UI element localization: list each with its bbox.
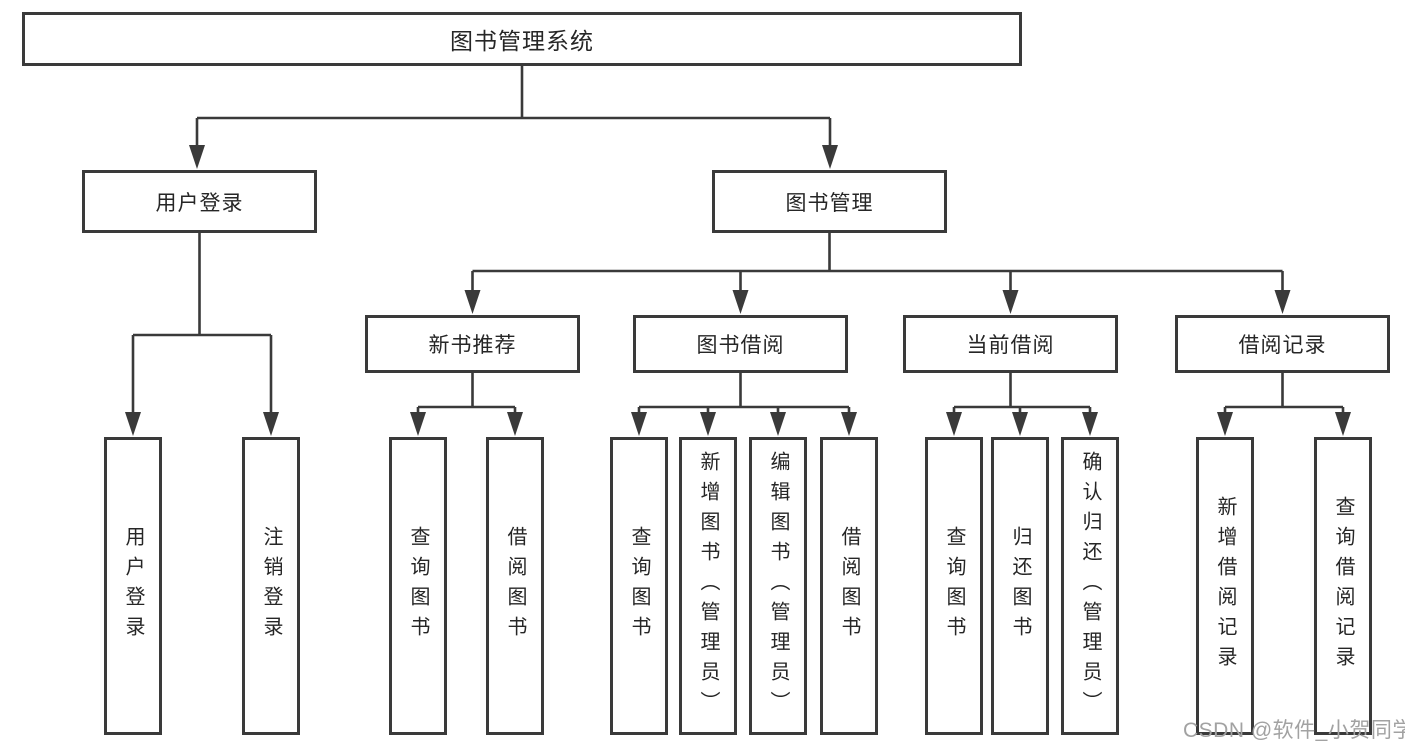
node-label: 当前借阅 [966,334,1055,357]
node-label: 查询图书 [628,526,650,646]
leaf-borrow-books-2: 借阅图书 [820,437,878,735]
leaf-edit-books-admin: 编辑图书（管理员） [749,437,807,735]
leaf-query-books-3: 查询图书 [925,437,983,735]
leaf-logout: 注销登录 [242,437,300,735]
node-label: 注销登录 [260,526,282,646]
node-book-borrowing: 图书借阅 [633,315,848,373]
node-label: 归还图书 [1009,526,1031,646]
node-label: 借阅图书 [504,526,526,646]
node-label: 图书管理 [785,191,874,215]
csdn-watermark: CSDN @软件_小贺同学 [1183,719,1405,742]
node-user-login: 用户登录 [82,170,317,233]
node-book-management: 图书管理 [712,170,947,233]
node-label: 查询借阅记录 [1332,496,1354,676]
node-label: 借阅图书 [838,526,860,646]
node-new-book-recommend: 新书推荐 [365,315,580,373]
node-label: 图书借阅 [696,334,785,357]
node-label: 编辑图书（管理员） [767,451,789,721]
node-label: 新书推荐 [428,334,517,357]
node-label: 用户登录 [122,526,144,646]
leaf-confirm-return-admin: 确认归还（管理员） [1061,437,1119,735]
leaf-add-books-admin: 新增图书（管理员） [679,437,737,735]
leaf-query-books-1: 查询图书 [389,437,447,735]
node-label: 确认归还（管理员） [1079,451,1101,721]
node-label: 查询图书 [943,526,965,646]
node-label: 查询图书 [407,526,429,646]
node-label: 借阅记录 [1238,334,1327,357]
node-label: 用户登录 [155,191,244,215]
node-label: 图书管理系统 [450,28,594,54]
leaf-query-borrow-record: 查询借阅记录 [1314,437,1372,735]
node-borrowing-records: 借阅记录 [1175,315,1390,373]
node-label: 新增借阅记录 [1214,496,1236,676]
leaf-return-books: 归还图书 [991,437,1049,735]
leaf-borrow-books-1: 借阅图书 [486,437,544,735]
leaf-add-borrow-record: 新增借阅记录 [1196,437,1254,735]
node-current-borrowing: 当前借阅 [903,315,1118,373]
node-label: 新增图书（管理员） [697,451,719,721]
node-root-library-system: 图书管理系统 [22,12,1022,66]
leaf-query-books-2: 查询图书 [610,437,668,735]
leaf-user-login: 用户登录 [104,437,162,735]
